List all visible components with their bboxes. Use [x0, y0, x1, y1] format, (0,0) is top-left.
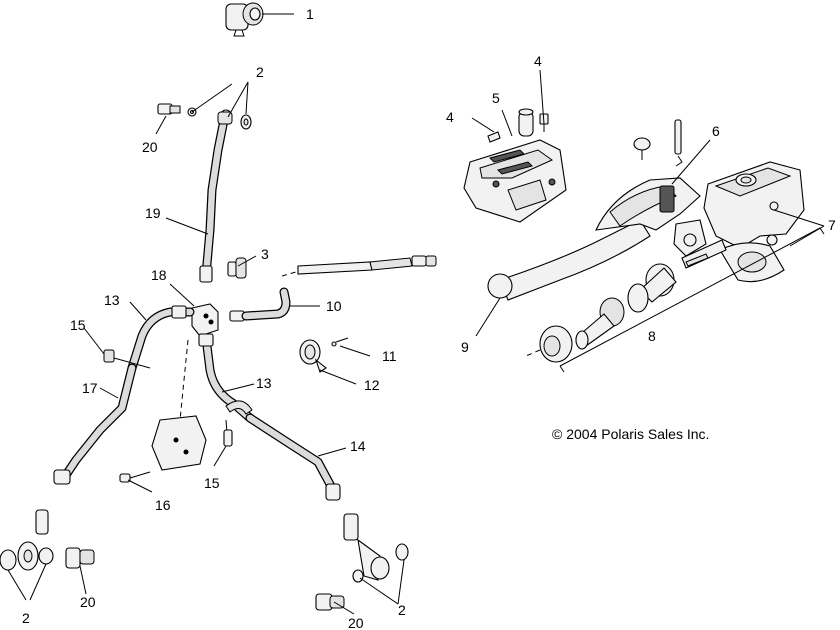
callout-12: 12 [364, 377, 380, 393]
part-19-upper-brake-line [199, 111, 233, 283]
callout-3: 3 [261, 246, 269, 262]
callout-4-left: 4 [446, 109, 454, 125]
callout-11: 11 [382, 348, 397, 364]
callout-2-top: 2 [256, 64, 264, 80]
callout-19: 19 [145, 205, 161, 221]
callout-2-bottom-left: 2 [22, 610, 30, 626]
part-14-long-line [245, 413, 341, 501]
part-8-bracket-line [559, 227, 821, 367]
part-11-screw [331, 337, 349, 347]
part-18-junction-block [191, 303, 219, 337]
callout-6: 6 [712, 123, 720, 139]
part-17-lower-left-line [53, 363, 137, 485]
part-15-clip-right [223, 400, 253, 447]
part-20-banjo-bolt-top [157, 103, 197, 117]
callout-2-bottom-right: 2 [398, 602, 406, 618]
part-9-brake-lever [487, 177, 707, 301]
callout-10: 10 [326, 298, 342, 314]
part-20-bolt-bottom-right [315, 593, 345, 611]
callout-15-left: 15 [70, 317, 86, 333]
leader-lines [7, 13, 825, 615]
callout-20-bottom-right: 20 [348, 615, 364, 630]
part-8-bracket-tick-left [559, 365, 565, 373]
part-8-piston-assembly [525, 239, 727, 363]
part-5-reservoir-cover [463, 108, 567, 223]
callout-8: 8 [648, 328, 656, 344]
part-16-bracket [119, 339, 207, 483]
callout-14: 14 [350, 438, 366, 454]
callout-13-right: 13 [256, 375, 272, 391]
callout-20-top: 20 [142, 139, 158, 155]
part-15-clip-left [103, 349, 151, 369]
callout-1: 1 [306, 6, 314, 22]
part-1-fitting [225, 2, 264, 37]
callout-5: 5 [492, 90, 500, 106]
part-6-hardware [633, 119, 683, 167]
callout-13-left: 13 [104, 292, 120, 308]
part-13-line-left [127, 305, 195, 373]
part-10-rod [281, 255, 437, 277]
part-2-washers-bottom-right [343, 513, 409, 583]
part-8-bracket-tick-right [819, 227, 825, 235]
callout-15-right: 15 [204, 475, 220, 491]
callout-18: 18 [151, 267, 167, 283]
part-12-clamp [299, 339, 327, 373]
callout-7: 7 [828, 217, 836, 233]
callout-16: 16 [155, 497, 171, 513]
callout-20-bottom-left: 20 [80, 594, 96, 610]
part-3-fitting [227, 257, 247, 279]
part-4-screws [487, 113, 549, 143]
callout-4-right: 4 [534, 53, 542, 69]
part-7-master-cylinder-body [703, 161, 805, 283]
part-2-washers-bottom-left [0, 509, 54, 571]
copyright-notice: © 2004 Polaris Sales Inc. [552, 426, 709, 442]
part-20-bolt-bottom-left [65, 547, 95, 569]
part-10-line [229, 287, 291, 322]
callout-17: 17 [82, 380, 98, 396]
callout-9: 9 [461, 339, 469, 355]
